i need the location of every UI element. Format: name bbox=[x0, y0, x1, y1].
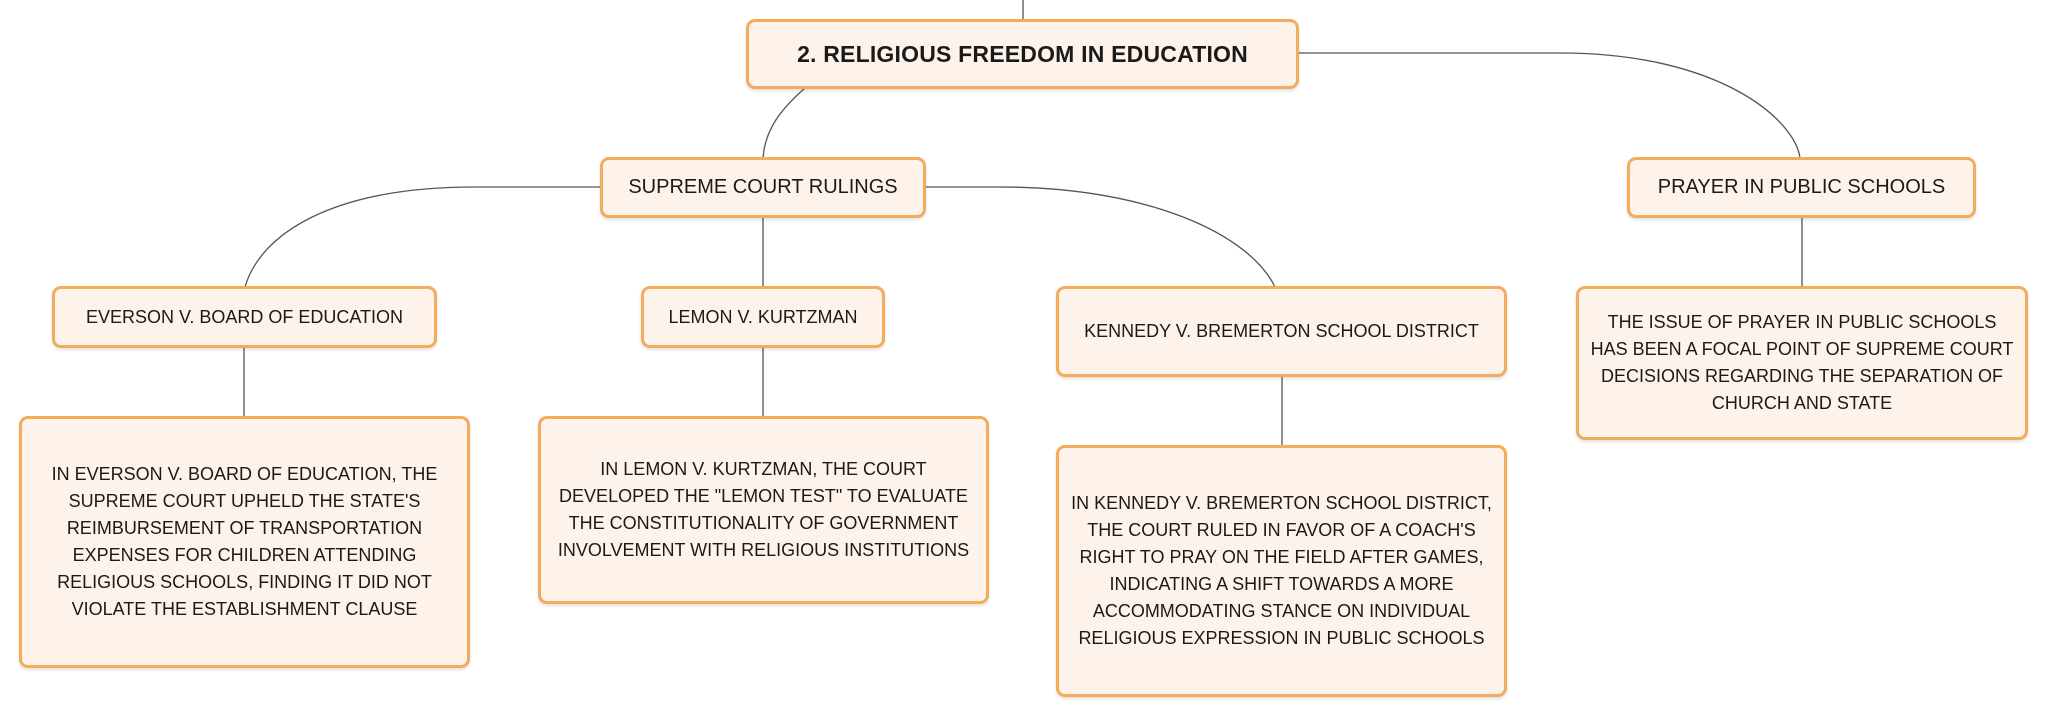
supreme-court-rulings-node[interactable]: SUPREME COURT RULINGS bbox=[600, 157, 926, 218]
edge-root-prayer bbox=[1298, 52, 1801, 159]
lemon-detail-node[interactable]: IN LEMON V. KURTZMAN, THE COURT DEVELOPE… bbox=[538, 416, 989, 604]
root-node[interactable]: 2. RELIGIOUS FREEDOM IN EDUCATION bbox=[746, 19, 1299, 89]
lemon-node[interactable]: LEMON V. KURTZMAN bbox=[641, 286, 885, 348]
kennedy-detail-text: IN KENNEDY V. BREMERTON SCHOOL DISTRICT,… bbox=[1071, 493, 1492, 648]
prayer-detail-node[interactable]: THE ISSUE OF PRAYER IN PUBLIC SCHOOLS HA… bbox=[1576, 286, 2028, 440]
edge-supreme-everson bbox=[244, 186, 600, 288]
prayer-in-public-schools-node[interactable]: PRAYER IN PUBLIC SCHOOLS bbox=[1627, 157, 1976, 218]
kennedy-detail-node[interactable]: IN KENNEDY V. BREMERTON SCHOOL DISTRICT,… bbox=[1056, 445, 1507, 697]
everson-node[interactable]: EVERSON V. BOARD OF EDUCATION bbox=[52, 286, 437, 348]
root-label: 2. RELIGIOUS FREEDOM IN EDUCATION bbox=[797, 40, 1248, 67]
prayer-in-public-schools-label: PRAYER IN PUBLIC SCHOOLS bbox=[1657, 176, 1946, 198]
prayer-detail-text: THE ISSUE OF PRAYER IN PUBLIC SCHOOLS HA… bbox=[1590, 312, 2014, 413]
edge-root-supreme bbox=[762, 87, 806, 159]
edge-supreme-kennedy bbox=[925, 186, 1276, 288]
lemon-detail-text: IN LEMON V. KURTZMAN, THE COURT DEVELOPE… bbox=[557, 459, 970, 560]
kennedy-node[interactable]: KENNEDY V. BREMERTON SCHOOL DISTRICT bbox=[1056, 286, 1507, 377]
supreme-court-rulings-label: SUPREME COURT RULINGS bbox=[628, 176, 898, 198]
everson-detail-text: IN EVERSON V. BOARD OF EDUCATION, THE SU… bbox=[51, 464, 438, 619]
lemon-label: LEMON V. KURTZMAN bbox=[668, 306, 858, 327]
everson-label: EVERSON V. BOARD OF EDUCATION bbox=[85, 306, 404, 327]
kennedy-label: KENNEDY V. BREMERTON SCHOOL DISTRICT bbox=[1084, 321, 1479, 341]
everson-detail-node[interactable]: IN EVERSON V. BOARD OF EDUCATION, THE SU… bbox=[19, 416, 470, 668]
